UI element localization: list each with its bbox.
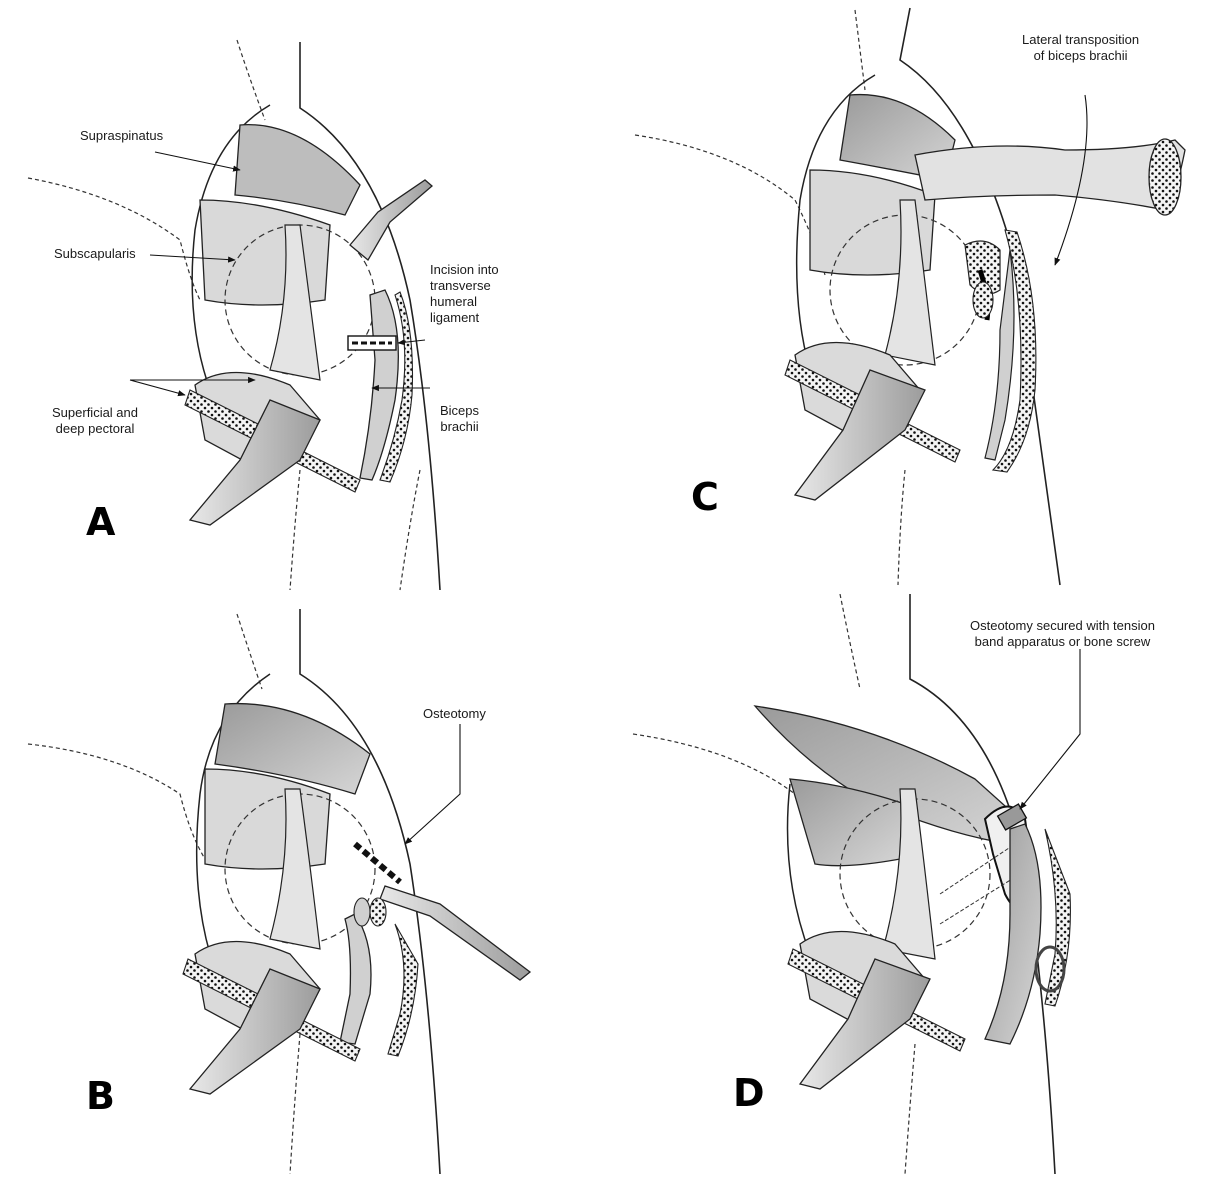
panel-letter-a: A bbox=[86, 500, 116, 544]
label-transposition: Lateral transposition of biceps brachii bbox=[1022, 32, 1140, 63]
panel-b: Osteotomy B bbox=[0, 594, 615, 1187]
osteotomy-line bbox=[353, 841, 402, 885]
supraspinatus-flap bbox=[753, 705, 1026, 845]
label-incision: Incision into transverse humeral ligamen… bbox=[430, 262, 499, 325]
label-supraspinatus: Supraspinatus bbox=[80, 128, 164, 143]
panel-c-illustration bbox=[634, 7, 1186, 586]
panel-b-illustration bbox=[27, 609, 532, 1175]
panel-d: Osteotomy secured with tension band appa… bbox=[615, 594, 1230, 1187]
label-subscapularis: Subscapularis bbox=[54, 246, 136, 261]
label-secured: Osteotomy secured with tension band appa… bbox=[970, 618, 1155, 649]
osteotome bbox=[379, 885, 532, 981]
label-pectoral: Superficial and deep pectoral bbox=[52, 405, 138, 436]
panel-letter-c: C bbox=[691, 475, 719, 519]
panel-letter-b: B bbox=[86, 1074, 115, 1118]
subscapularis-muscle bbox=[199, 199, 331, 306]
panel-d-illustration bbox=[632, 594, 1081, 1175]
label-osteotomy: Osteotomy bbox=[423, 706, 486, 721]
panel-a: Supraspinatus Subscapularis Superficial … bbox=[0, 0, 615, 593]
panel-c: Lateral transposition of biceps brachii … bbox=[615, 0, 1230, 593]
transposed-biceps bbox=[914, 139, 1186, 211]
upper-retractor bbox=[349, 179, 433, 261]
panel-letter-d: D bbox=[733, 1071, 765, 1115]
label-biceps: Biceps brachii bbox=[440, 403, 480, 434]
supraspinatus-muscle bbox=[234, 124, 361, 216]
panel-a-illustration bbox=[27, 39, 441, 591]
lower-retractor bbox=[188, 399, 321, 526]
